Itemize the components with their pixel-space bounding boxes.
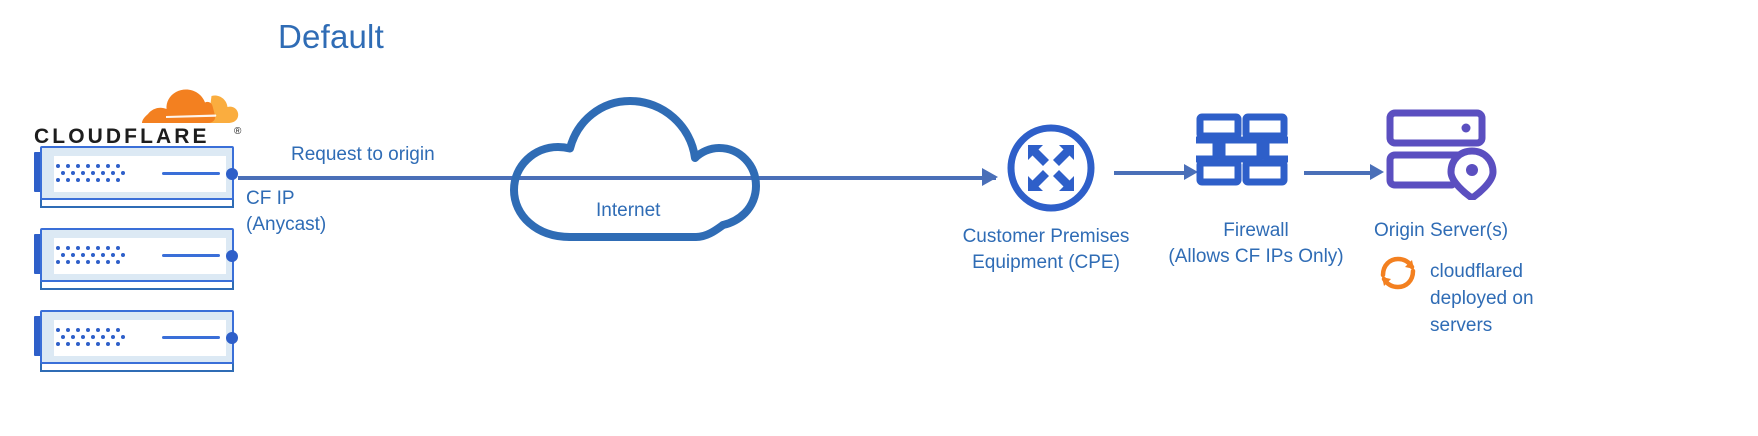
- server-status-line: [162, 336, 220, 339]
- cf-ip-anycast-label: CF IP (Anycast): [246, 186, 326, 238]
- cloudflared-line-2: deployed on: [1430, 288, 1534, 309]
- cpe-label: Customer Premises Equipment (CPE): [948, 224, 1144, 276]
- server-rack-location-pin-icon: [1386, 109, 1497, 200]
- cloudflared-line-1: cloudflared: [1430, 261, 1523, 282]
- cf-ip-line-2: (Anycast): [246, 214, 327, 235]
- firewall-label-line-2: (Allows CF IPs Only): [1168, 246, 1344, 267]
- server-power-led: [226, 332, 238, 344]
- cf-ip-line-1: CF IP: [246, 188, 295, 209]
- firewall-to-origin-arrowhead: [1370, 164, 1384, 180]
- server-power-led: [226, 168, 238, 180]
- cloudflare-wordmark: CLOUDFLARE: [34, 125, 210, 148]
- registered-mark: ®: [234, 126, 242, 137]
- page-title: Default: [278, 18, 384, 55]
- cpe-label-line-2: Equipment (CPE): [972, 252, 1120, 273]
- server-led-grid: [56, 164, 142, 184]
- server-power-led: [226, 250, 238, 262]
- firewall-label-line-1: Firewall: [1223, 220, 1289, 241]
- cloudflare-server-1: [34, 146, 238, 208]
- internet-label: Internet: [596, 200, 661, 221]
- firewall-label: Firewall (Allows CF IPs Only): [1158, 218, 1354, 270]
- server-led-grid: [56, 328, 142, 348]
- cloudflare-server-2: [34, 228, 238, 290]
- server-status-line: [162, 254, 220, 257]
- cpe-label-line-1: Customer Premises: [962, 226, 1130, 247]
- request-flow-arrowhead: [982, 168, 998, 186]
- firewall-to-origin-line: [1304, 171, 1372, 175]
- brick-wall-icon: [1196, 113, 1288, 186]
- cloudflare-server-3: [34, 310, 238, 372]
- cloudflared-note: cloudflared deployed on servers: [1430, 258, 1534, 339]
- cloud-icon: [510, 97, 760, 241]
- cpe-to-firewall-line: [1114, 171, 1186, 175]
- cpe-to-firewall-arrowhead: [1184, 164, 1198, 180]
- server-status-line: [162, 172, 220, 175]
- origin-server-label: Origin Server(s): [1374, 220, 1509, 241]
- request-flow-line: [238, 176, 996, 180]
- refresh-sync-circular-arrows-icon: [1380, 256, 1416, 290]
- cloudflare-cloud-icon: [142, 89, 239, 123]
- cloudflared-line-3: servers: [1430, 315, 1493, 336]
- request-to-origin-label: Request to origin: [291, 144, 435, 165]
- cloudflare-logo: CLOUDFLARE ®: [34, 85, 241, 148]
- server-led-grid: [56, 246, 142, 266]
- router-converging-arrows-icon: [1007, 124, 1095, 212]
